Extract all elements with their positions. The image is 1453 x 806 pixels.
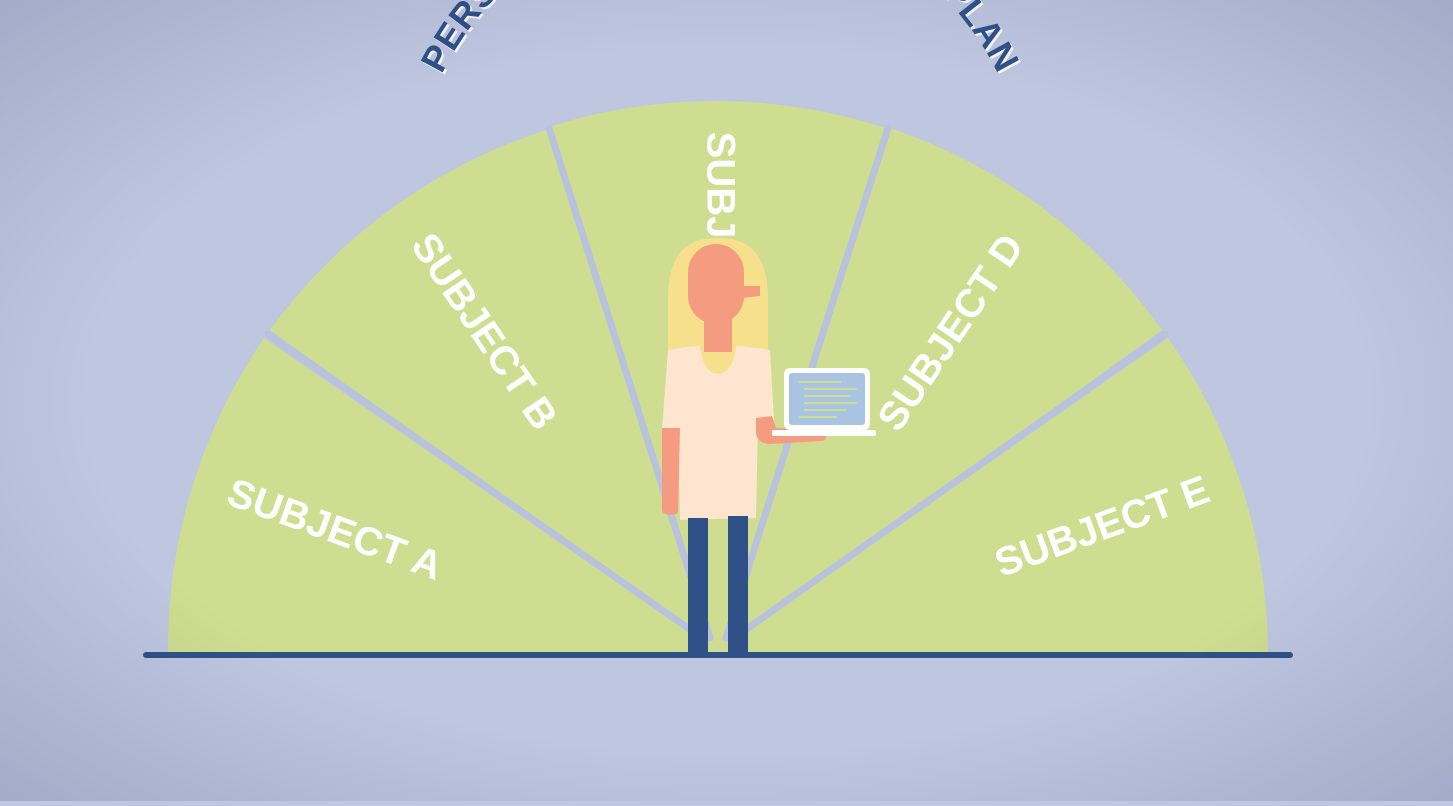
laptop-base <box>772 430 876 436</box>
person-right-leg <box>728 516 748 654</box>
segment-b <box>270 130 718 652</box>
person-shirt <box>662 346 774 520</box>
plan-title: PERSONALISED DEVELOPMENT PLAN PERSONALIS… <box>412 0 1029 80</box>
plan-title-shadow: PERSONALISED DEVELOPMENT PLAN <box>414 0 1029 80</box>
segment-c-label: SUBJ <box>698 132 742 239</box>
person-left-leg <box>688 518 708 654</box>
person-left-arm <box>662 428 680 515</box>
laptop-icon <box>772 368 876 436</box>
laptop-screen-lines <box>799 381 857 418</box>
laptop-screen <box>789 373 865 425</box>
person-head <box>688 244 744 324</box>
segment-d <box>718 128 1162 652</box>
person-ear <box>742 286 760 298</box>
divider-de <box>727 330 1169 644</box>
divider-ab <box>264 330 709 644</box>
plan-title-shadow-path: PERSONALISED DEVELOPMENT PLAN <box>414 0 1029 80</box>
segment-e <box>718 338 1268 652</box>
person-figure <box>662 238 827 654</box>
segment-a <box>167 338 718 652</box>
segment-dividers <box>264 124 1169 644</box>
divider-bc <box>545 124 714 642</box>
person-neck <box>704 310 732 352</box>
plan-title-path: PERSONALISED DEVELOPMENT PLAN <box>412 0 1027 78</box>
plan-title-text: PERSONALISED DEVELOPMENT PLAN <box>412 0 1027 78</box>
